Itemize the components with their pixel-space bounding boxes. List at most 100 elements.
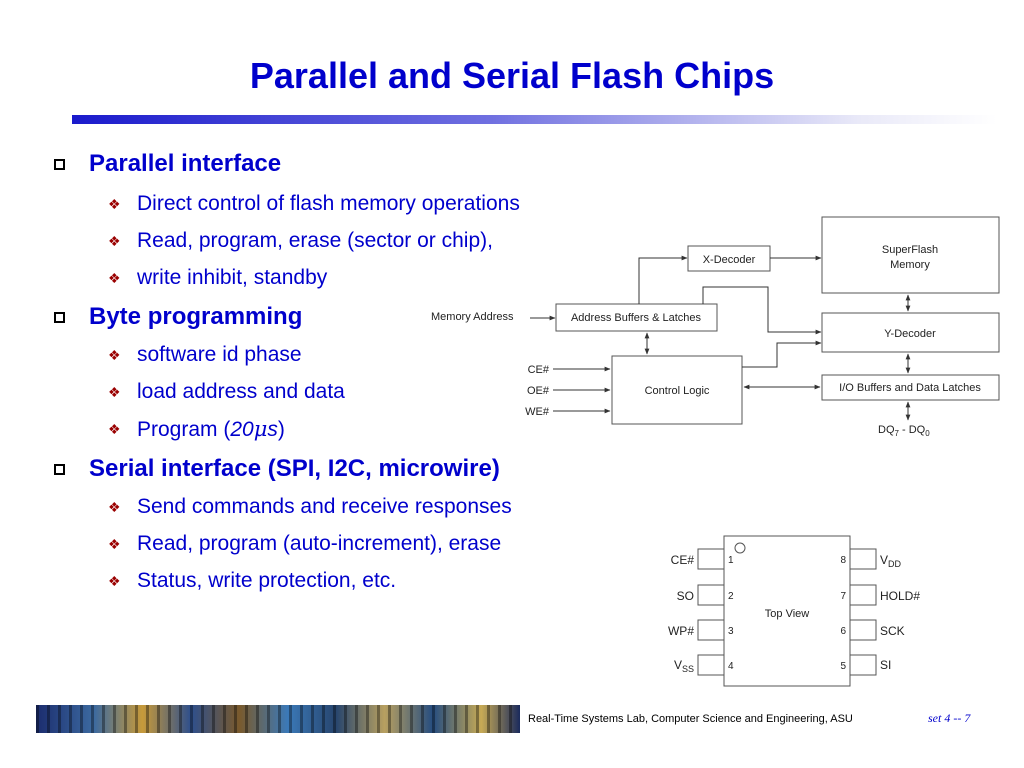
memory-address-label: Memory Address xyxy=(431,311,514,323)
pin-pad xyxy=(697,654,725,676)
sub-bullet-text: write inhibit, standby xyxy=(137,266,328,289)
diamond-bullet-icon: ❖ xyxy=(108,346,121,363)
pin-pad xyxy=(697,619,725,641)
pin1-marker-icon xyxy=(734,542,746,554)
diamond-bullet-icon: ❖ xyxy=(108,498,121,515)
footer-circuit-image xyxy=(36,705,520,733)
io-buffers-label: I/O Buffers and Data Latches xyxy=(839,382,981,394)
pin-number: 8 xyxy=(840,555,846,566)
sub-bullet: ❖ Direct control of flash memory operati… xyxy=(108,192,520,216)
sub-bullet: ❖ Send commands and receive responses xyxy=(108,495,512,519)
sub-bullet-text: Direct control of flash memory operation… xyxy=(137,192,520,215)
sub-bullet: ❖ software id phase xyxy=(108,343,302,367)
pin-number: 7 xyxy=(840,591,846,602)
square-bullet-icon xyxy=(54,311,65,323)
flash-block-diagram: X-Decoder SuperFlash Memory Memory Addre… xyxy=(431,216,1000,438)
sub-bullet: ❖ Read, program (auto-increment), erase xyxy=(108,532,501,556)
oe-signal-label: OE# xyxy=(527,385,550,397)
address-buffers-box xyxy=(555,303,718,332)
diamond-bullet-icon: ❖ xyxy=(108,535,121,552)
pin-name: VDD xyxy=(880,553,902,569)
sub-bullet-text: Send commands and receive responses xyxy=(137,495,512,518)
footer-lab-text: Real-Time Systems Lab, Computer Science … xyxy=(528,713,853,725)
superflash-label: SuperFlash xyxy=(882,244,938,256)
sub-bullet-text: Read, program (auto-increment), erase xyxy=(137,532,502,555)
pin-pad xyxy=(697,548,725,570)
sub-bullet: ❖ Read, program, erase (sector or chip), xyxy=(108,229,493,253)
bullet-label: Serial interface (SPI, I2C, microwire) xyxy=(89,455,500,482)
pin-number: 5 xyxy=(840,661,846,672)
sub-bullet-text: software id phase xyxy=(137,343,302,366)
dq-label-sep: - DQ xyxy=(899,424,926,436)
sub-bullet: ❖ Program (20μs) xyxy=(108,417,285,442)
dq-label-b-sub: 0 xyxy=(925,429,930,438)
we-signal-label: WE# xyxy=(525,406,550,418)
pin-number: 1 xyxy=(728,555,734,566)
pin-name-sub: SS xyxy=(682,664,694,674)
diamond-bullet-icon: ❖ xyxy=(108,195,121,212)
pin-name-main: V xyxy=(674,658,682,672)
pin-number: 4 xyxy=(728,661,734,672)
diamond-bullet-icon: ❖ xyxy=(108,383,121,400)
top-view-label: Top View xyxy=(765,608,809,620)
pin-name-main: V xyxy=(880,553,888,567)
pin-number: 3 xyxy=(728,626,734,637)
diamond-bullet-icon: ❖ xyxy=(108,232,121,249)
control-logic-box xyxy=(611,355,743,425)
square-bullet-icon xyxy=(54,463,65,475)
bullet-serial-interface: Serial interface (SPI, I2C, microwire) xyxy=(54,455,500,483)
sub-bullet: ❖ load address and data xyxy=(108,380,345,404)
program-value: 20 xyxy=(230,418,254,441)
x-decoder-label: X-Decoder xyxy=(703,254,756,266)
y-decoder-label: Y-Decoder xyxy=(884,328,936,340)
ce-signal-label: CE# xyxy=(528,364,550,376)
pin-name: SO xyxy=(677,589,694,603)
program-suffix: ) xyxy=(277,418,285,441)
superflash-label-2: Memory xyxy=(890,259,930,271)
sub-bullet-text: load address and data xyxy=(137,380,345,403)
pinout-diagram: Top View 1 2 3 4 8 7 6 5 CE# SO WP# VSS … xyxy=(668,535,920,687)
sub-bullet-text: Read, program, erase (sector or chip), xyxy=(137,229,493,252)
diamond-bullet-icon: ❖ xyxy=(108,269,121,286)
pin-pad xyxy=(849,548,877,570)
pin-number: 2 xyxy=(728,591,734,602)
pin-pad xyxy=(849,584,877,606)
slide-title: Parallel and Serial Flash Chips xyxy=(249,55,775,96)
superflash-memory-box xyxy=(821,216,1000,294)
pin-name: CE# xyxy=(671,553,695,567)
y-decoder-box xyxy=(821,312,1000,353)
program-prefix: Program ( xyxy=(137,418,231,441)
pin-name: SI xyxy=(880,658,891,672)
dq-label-a-sub: 7 xyxy=(895,429,900,438)
sub-bullet: ❖ write inhibit, standby xyxy=(108,266,327,290)
program-mu: μ xyxy=(253,417,268,441)
pin-name: HOLD# xyxy=(880,589,920,603)
dq-label-a: DQ xyxy=(878,424,895,436)
control-logic-label: Control Logic xyxy=(645,385,710,397)
sub-bullet-text: Status, write protection, etc. xyxy=(137,569,397,592)
diamond-bullet-icon: ❖ xyxy=(108,421,121,437)
bullet-label: Parallel interface xyxy=(89,150,282,177)
pin-name-sub: DD xyxy=(888,559,901,569)
pin-name: WP# xyxy=(668,624,694,638)
chip-body xyxy=(723,535,851,687)
slide-number: set 4 -- 7 xyxy=(928,711,971,725)
address-buffers-label: Address Buffers & Latches xyxy=(571,312,702,324)
pin-name: VSS xyxy=(674,658,694,674)
pin-pad xyxy=(849,619,877,641)
bullet-parallel-interface: Parallel interface xyxy=(54,150,281,178)
program-unit: s xyxy=(267,418,278,441)
diamond-bullet-icon: ❖ xyxy=(108,572,121,589)
title-divider xyxy=(72,115,997,124)
sub-bullet: ❖ Status, write protection, etc. xyxy=(108,569,396,593)
dq-label: DQ7 - DQ0 xyxy=(878,424,930,438)
sub-bullet-text: Program (20μs) xyxy=(137,417,285,442)
pin-number: 6 xyxy=(840,626,846,637)
square-bullet-icon xyxy=(54,158,65,170)
bullet-label: Byte programming xyxy=(89,303,303,330)
pin-pad xyxy=(849,654,877,676)
bullet-byte-programming: Byte programming xyxy=(54,303,302,331)
io-buffers-box xyxy=(821,374,1000,401)
pin-name: SCK xyxy=(880,624,905,638)
pin-pad xyxy=(697,584,725,606)
